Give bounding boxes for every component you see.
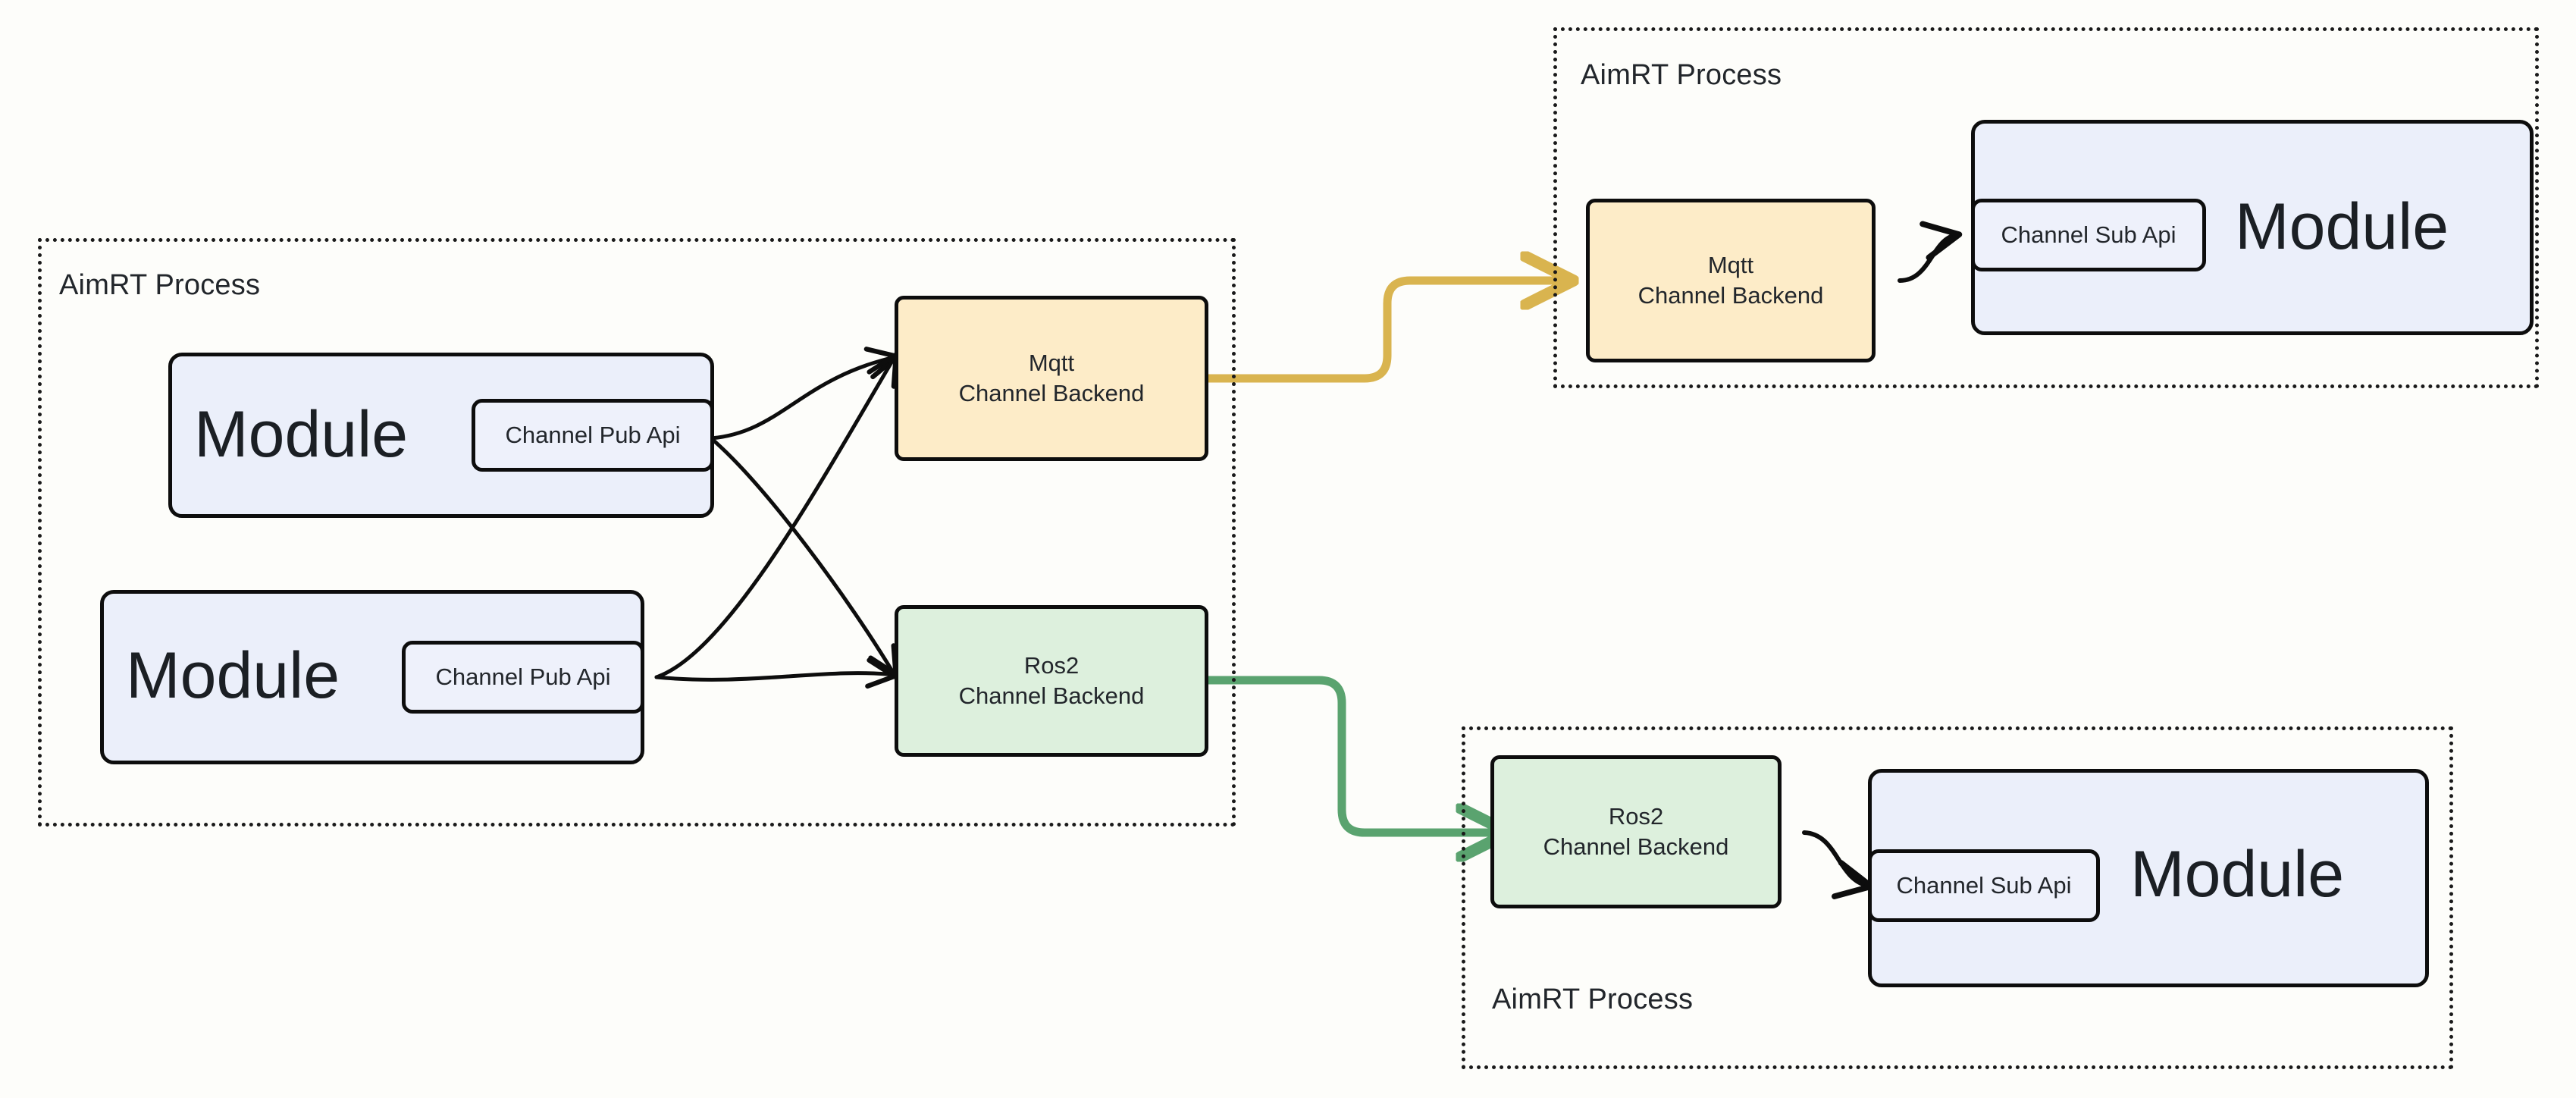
publisher-module-2-title: Module (126, 639, 340, 712)
subscriber-mqtt-backend-line1: Mqtt (1707, 252, 1754, 279)
subscriber-mqtt-module-title: Module (2235, 190, 2449, 263)
subscriber-mqtt-sub-api[interactable]: Channel Sub Api (1971, 199, 2206, 271)
process-subscriber-mqtt (1553, 27, 2539, 388)
publisher-module-1-pub-api[interactable]: Channel Pub Api (472, 399, 714, 472)
publisher-ros2-backend[interactable]: Ros2 Channel Backend (895, 605, 1208, 757)
process-publisher (38, 238, 1236, 827)
publisher-mqtt-backend-line1: Mqtt (1028, 350, 1075, 377)
publisher-ros2-backend-line1: Ros2 (1023, 652, 1080, 679)
publisher-module-1-title: Module (194, 398, 409, 471)
publisher-module-2-pub-api[interactable]: Channel Pub Api (402, 641, 644, 714)
subscriber-mqtt-module[interactable] (1971, 120, 2534, 335)
publisher-ros2-backend-line2: Channel Backend (958, 682, 1145, 709)
process-subscriber-ros2 (1462, 726, 2453, 1069)
link-ros2-cross-process (1204, 676, 1500, 833)
subscriber-mqtt-backend[interactable]: Mqtt Channel Backend (1586, 199, 1876, 362)
subscriber-ros2-backend-line2: Channel Backend (1543, 833, 1729, 860)
subscriber-ros2-backend-line1: Ros2 (1608, 803, 1664, 830)
process-subscriber-mqtt-label: AimRT Process (1581, 59, 1782, 91)
subscriber-mqtt-backend-line2: Channel Backend (1637, 282, 1824, 309)
publisher-mqtt-backend[interactable]: Mqtt Channel Backend (895, 296, 1208, 461)
subscriber-ros2-module-title: Module (2130, 838, 2345, 911)
publisher-mqtt-backend-line2: Channel Backend (958, 380, 1145, 406)
process-publisher-label: AimRT Process (59, 269, 261, 301)
process-subscriber-ros2-label: AimRT Process (1492, 983, 1694, 1015)
subscriber-ros2-sub-api[interactable]: Channel Sub Api (1868, 849, 2100, 922)
link-mqtt-cross-process (1204, 281, 1564, 383)
subscriber-ros2-backend[interactable]: Ros2 Channel Backend (1490, 755, 1782, 908)
